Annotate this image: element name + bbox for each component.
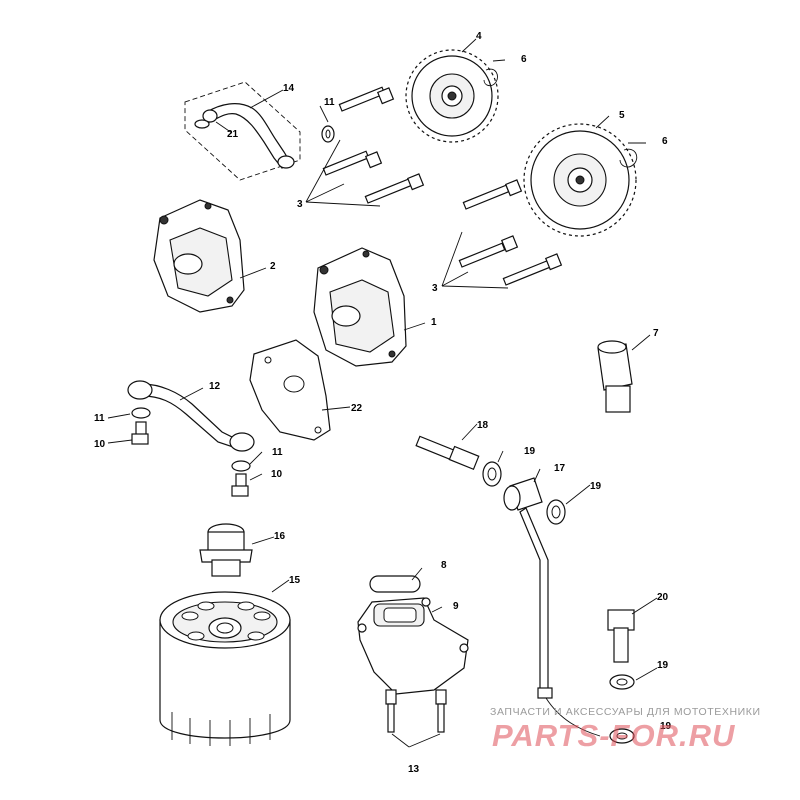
callout-12: 12 — [209, 381, 221, 392]
oil-return-pipe — [519, 507, 601, 737]
callout-17: 17 — [554, 463, 566, 474]
callout-4: 4 — [476, 31, 482, 42]
part-11-washer-top — [321, 125, 335, 143]
callout-10-right: 10 — [271, 469, 283, 480]
callout-11-top: 11 — [324, 97, 335, 108]
part-19-washer-c — [609, 674, 635, 690]
part-19-washer-d — [609, 728, 635, 744]
callout-19-d: 19 — [660, 721, 672, 732]
callout-19-a: 19 — [524, 446, 536, 457]
callout-3-upper: 3 — [297, 199, 303, 210]
part-22-gasket — [249, 339, 331, 441]
callout-9: 9 — [453, 601, 459, 612]
part-3-bolts-lower — [458, 179, 563, 286]
callout-11-right: 11 — [272, 447, 283, 458]
part-14-oil-pipe — [184, 81, 301, 181]
part-6-circlip-lower — [619, 148, 638, 168]
callout-14: 14 — [283, 83, 295, 94]
callout-20: 20 — [657, 592, 669, 603]
part-19-washer-a — [482, 461, 502, 487]
callout-16: 16 — [274, 531, 286, 542]
part-11-washer-right — [231, 460, 251, 472]
part-7-sleeve-fitting — [597, 340, 633, 413]
callout-19-c: 19 — [657, 660, 669, 671]
part-10-banjo-bolt-right — [231, 473, 249, 497]
part-19-washer-b — [546, 499, 566, 525]
callout-labels: 14 21 4 6 5 6 11 3 3 2 1 7 22 12 11 10 1… — [94, 31, 672, 775]
callout-19-b: 19 — [590, 481, 602, 492]
callout-7: 7 — [653, 328, 659, 339]
part-8-o-ring — [369, 575, 421, 593]
part-4-gear — [405, 49, 499, 143]
part-16-filter-adapter — [199, 523, 253, 577]
callout-6-upper: 6 — [521, 54, 527, 65]
part-17-banjo-union — [503, 477, 543, 511]
part-10-banjo-bolt-left — [131, 421, 149, 445]
callout-13: 13 — [408, 764, 420, 775]
part-18-fitting — [415, 435, 480, 471]
part-20-banjo-bolt — [607, 609, 635, 663]
callout-21: 21 — [227, 129, 239, 140]
callout-22: 22 — [351, 403, 363, 414]
callout-10-left: 10 — [94, 439, 106, 450]
part-2-pump-housing — [153, 199, 245, 313]
part-11-washer-left — [131, 407, 151, 419]
callout-11-left: 11 — [94, 413, 105, 424]
watermark-logo: PARTS-FOR.RU — [492, 718, 736, 753]
callout-15: 15 — [289, 575, 301, 586]
part-12-oil-line — [127, 380, 255, 452]
part-6-circlip-upper — [483, 68, 498, 87]
part-13-bolts — [385, 689, 447, 733]
part-5-gear — [523, 123, 637, 237]
leader-lines — [107, 38, 658, 748]
part-3-bolts-upper — [322, 86, 425, 204]
watermark-tagline: ЗАПЧАСТИ И АКСЕССУАРЫ ДЛЯ МОТОТЕХНИКИ — [490, 706, 761, 718]
part-15-oil-filter — [159, 591, 291, 746]
part-9-strainer-cover — [357, 597, 469, 695]
callout-1: 1 — [431, 317, 437, 328]
callout-3-lower: 3 — [432, 283, 438, 294]
callout-2: 2 — [270, 261, 276, 272]
part-21-o-ring — [194, 119, 210, 129]
callout-5: 5 — [619, 110, 625, 121]
callout-6-lower: 6 — [662, 136, 668, 147]
callout-8: 8 — [441, 560, 447, 571]
callout-18: 18 — [477, 420, 489, 431]
part-1-pump-housing — [313, 247, 407, 367]
